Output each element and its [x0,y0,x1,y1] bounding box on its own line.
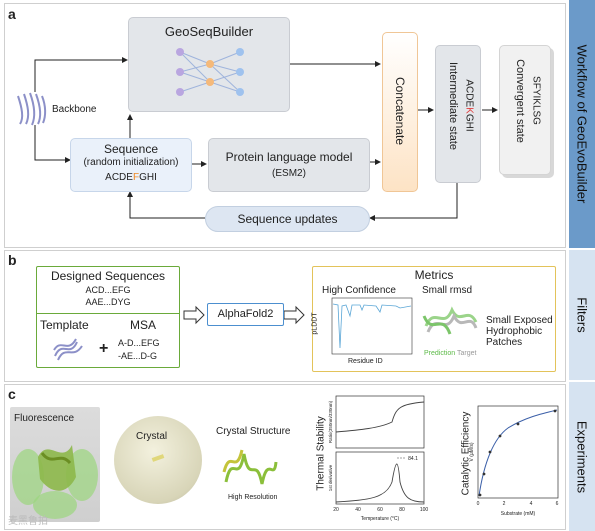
panel-a [4,3,566,248]
msa-label: MSA [130,318,157,332]
designed-title: Designed Sequences [50,269,166,283]
panel-b [4,250,566,382]
convergent-sequence: SFYIKLSG [530,76,542,125]
concatenate-label: Concatenate [393,76,407,146]
ratio-axis-label: Ratio(350nm/330nm) [328,400,333,443]
substrate-tick-2: 4 [530,501,533,507]
backbone-protein-icon [17,92,47,126]
plm-title: Protein language model [225,150,353,164]
intermediate-title: Intermediate state [447,61,459,151]
temp-tick-3: 80 [399,507,405,513]
designed-seq1: ACD...EFG [85,285,131,295]
small-rmsd-label: Small rmsd [422,285,473,296]
watermark-text: 麦黑鲁拍 [8,516,48,527]
plm-subtitle: (ESM2) [272,168,306,179]
crystal-structure-label: Crystal Structure [216,426,291,437]
intermediate-box [435,45,481,183]
crystal-label: Crystal [136,431,168,442]
side-label-workflow: Workflow of GeoEvoBuilder [574,44,590,204]
sequence-updates-box [205,206,370,232]
prediction-label: Prediction [424,350,456,357]
metrics-title: Metrics [414,268,454,282]
substrate-axis-label: Substrate (mM) [501,511,536,517]
neural-network-icon [176,48,244,96]
alphafold-label: AlphaFold2 [217,308,274,320]
panel-a-letter: a [8,6,16,22]
intermediate-prefix: ACDE [463,79,475,108]
substrate-tick-1: 2 [503,501,506,507]
msa-seq1: A-D...EFG [118,338,160,348]
sequence-box [70,138,192,192]
side-tab-experiments: Experiments [569,382,595,531]
target-label: Target [457,350,477,357]
high-confidence-label: High Confidence [322,285,396,296]
convergent-box [499,45,551,175]
temp-tick-0: 20 [333,507,339,513]
crystal-structure-icon [222,449,278,485]
panel-c [4,384,566,530]
intermediate-sequence: ACDEKGHI [464,56,475,156]
temp-tick-4: 100 [420,507,429,513]
substrate-tick-0: 0 [477,501,480,507]
high-resolution-label: High Resolution [228,494,278,501]
temperature-axis-label: Temperature (°C) [361,516,400,522]
substrate-tick-3: 6 [556,501,559,507]
derivative-axis-label: 1st derivative [328,464,333,491]
side-label-experiments: Experiments [574,420,590,493]
designed-sequences-box [36,266,180,368]
metrics-box [312,266,556,372]
sequence-mutation: F [132,172,140,183]
backbone-label: Backbone [52,104,97,115]
velocity-axis-label: V (μM/s) [469,442,475,461]
side-label-filters: Filters [574,297,590,333]
designed-seq2: AAE...DYG [85,297,131,307]
thermal-stability-chart: 20 40 60 80 100 84.1 Temperature (°C) Ra… [328,395,429,522]
side-tab-filters: Filters [569,250,595,380]
panel-b-letter: b [8,252,17,268]
sequence-suffix: GHI [139,172,157,183]
designed-divider [36,313,180,314]
plddt-axis-label: pLDDT [311,312,319,335]
sequence-string: ACDEFGHI [70,172,192,183]
sequence-updates-label: Sequence updates [237,212,338,226]
template-label: Template [40,318,89,332]
convergent-title: Convergent state [514,59,526,143]
template-protein-icon [53,338,83,361]
fluorescence-image [10,407,100,522]
side-tab-workflow: Workflow of GeoEvoBuilder [569,0,595,248]
plm-box [208,138,370,192]
plddt-chart [331,297,413,355]
geoseqbuilder-title: GeoSeqBuilder [164,24,254,39]
tm-value: 84.1 [408,456,418,462]
sequence-subtitle: (random initialization) [83,157,179,168]
hollow-arrows [183,305,305,325]
fluorescence-label: Fluorescence [14,413,75,424]
plus-sign: + [99,340,109,357]
sequence-title: Sequence [103,142,159,156]
panel-c-letter: c [8,386,16,402]
concatenate-box [382,32,418,192]
intermediate-suffix: GHI [463,113,475,132]
catalytic-chart: 0 2 4 6 Substrate (mM) V (μM/s) [469,405,559,517]
superposed-structure-icon [422,306,478,335]
panel-a-arrows [34,57,498,221]
msa-seq2: -AE...D-G [118,351,158,361]
temp-tick-1: 40 [355,507,361,513]
sequence-prefix: ACDE [105,172,133,183]
alphafold-box [207,303,284,326]
residue-id-label: Residue ID [348,358,383,365]
temp-tick-2: 60 [377,507,383,513]
hydrophobic-label: Small Exposed Hydrophobic Patches [486,315,553,348]
